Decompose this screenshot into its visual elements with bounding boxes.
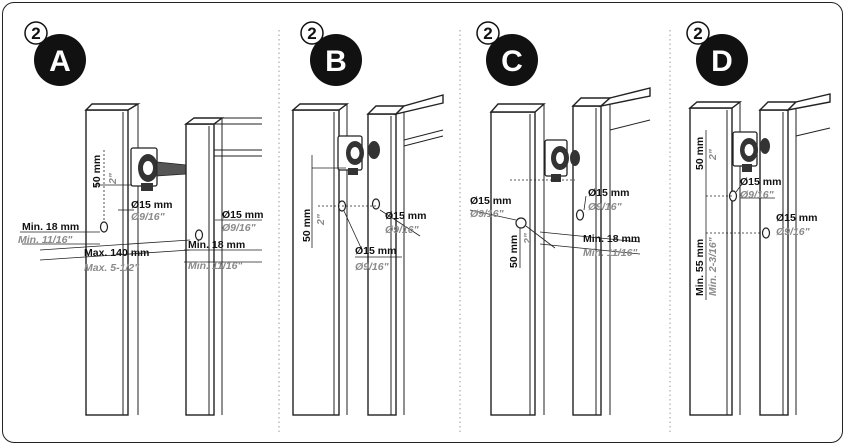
gate-frame	[758, 93, 831, 416]
panel-letter: D	[711, 45, 733, 78]
step-number: 2	[483, 24, 492, 43]
dim-label-imperial: 2"	[522, 232, 534, 245]
panel-c: 2 C	[469, 21, 651, 416]
dim-label: Min. 18 mm	[22, 221, 79, 233]
step-badge: 2 C	[476, 21, 538, 86]
gate-frame	[571, 87, 651, 416]
gate-post	[489, 103, 546, 416]
panel-a: 2 A	[18, 21, 263, 416]
gate-post	[291, 103, 350, 416]
dim-label: Min. 18 mm	[583, 233, 640, 245]
dim-label-imperial: Min. 2-3/16"	[707, 236, 719, 296]
dimension-lines	[705, 130, 775, 300]
hinge	[544, 139, 580, 182]
hole-label-imperial: Ø9/16"	[355, 261, 390, 273]
step-number: 2	[693, 24, 702, 43]
panel-letter: A	[49, 45, 71, 78]
dim-label: Min. 55 mm	[694, 239, 706, 296]
dim-label: 50 mm	[91, 155, 103, 188]
dim-label-imperial: Min. 11/16"	[583, 247, 638, 259]
step-number: 2	[307, 24, 316, 43]
dim-label: Min. 18 mm	[188, 239, 245, 251]
dim-label: Max. 140 mm	[84, 247, 149, 259]
hole-label: Ø15 mm	[355, 245, 396, 257]
hinge	[732, 131, 770, 172]
hole-label: Ø15 mm	[588, 187, 629, 199]
hinge	[337, 135, 380, 175]
gate-frame	[183, 117, 262, 416]
dimension-lines	[469, 179, 641, 268]
drill-hole	[515, 217, 527, 229]
step-badge: 2 A	[24, 21, 86, 86]
gate-post	[84, 103, 141, 416]
dimension-lines	[20, 150, 262, 263]
drill-hole	[575, 209, 585, 221]
hole-label-imperial: Ø9/16"	[588, 201, 623, 213]
gate-post	[688, 101, 743, 416]
hole-label-imperial: Ø9/16"	[131, 211, 166, 223]
drill-hole	[99, 221, 109, 233]
dim-label: 50 mm	[508, 235, 520, 268]
hole-label: Ø15 mm	[470, 195, 511, 207]
dim-label: 50 mm	[301, 209, 313, 242]
hole-label: Ø15 mm	[131, 199, 172, 211]
panel-b: 2 B	[291, 21, 444, 416]
dim-label-imperial: 2"	[315, 213, 327, 226]
hole-label-imperial: Ø9/16"	[385, 224, 420, 236]
dim-label-imperial: 2"	[107, 172, 119, 185]
dim-label-imperial: Min. 11/16"	[188, 260, 243, 272]
dim-label: 50 mm	[694, 137, 706, 170]
hole-label-imperial: Ø9/16"	[222, 222, 257, 234]
drill-hole	[761, 227, 771, 239]
panel-letter: C	[501, 45, 523, 78]
panel-letter: B	[325, 45, 347, 78]
dim-label-imperial: 2"	[707, 148, 719, 161]
hole-label: Ø15 mm	[222, 209, 263, 221]
dim-label-imperial: Min. 11/16"	[18, 234, 73, 246]
dim-label-imperial: Max. 5-1/2"	[84, 262, 140, 274]
hole-label: Ø15 mm	[385, 210, 426, 222]
hole-label: Ø15 mm	[740, 176, 781, 188]
figure-frame	[2, 2, 843, 443]
drill-hole	[371, 198, 381, 210]
gate-frame	[366, 94, 444, 416]
hole-label: Ø15 mm	[776, 212, 817, 224]
hole-label-imperial: Ø9/16"	[740, 189, 775, 201]
dimension-lines	[311, 155, 421, 258]
step-badge: 2 D	[686, 21, 748, 86]
step-badge: 2 B	[300, 21, 362, 86]
panel-d: 2 D	[686, 21, 831, 416]
hinge	[130, 147, 187, 191]
step-number: 2	[31, 24, 40, 43]
drill-hole	[728, 190, 738, 202]
hole-label-imperial: Ø9/16"	[470, 208, 505, 220]
hole-label-imperial: Ø9/16"	[776, 226, 811, 238]
drill-hole	[194, 229, 204, 241]
